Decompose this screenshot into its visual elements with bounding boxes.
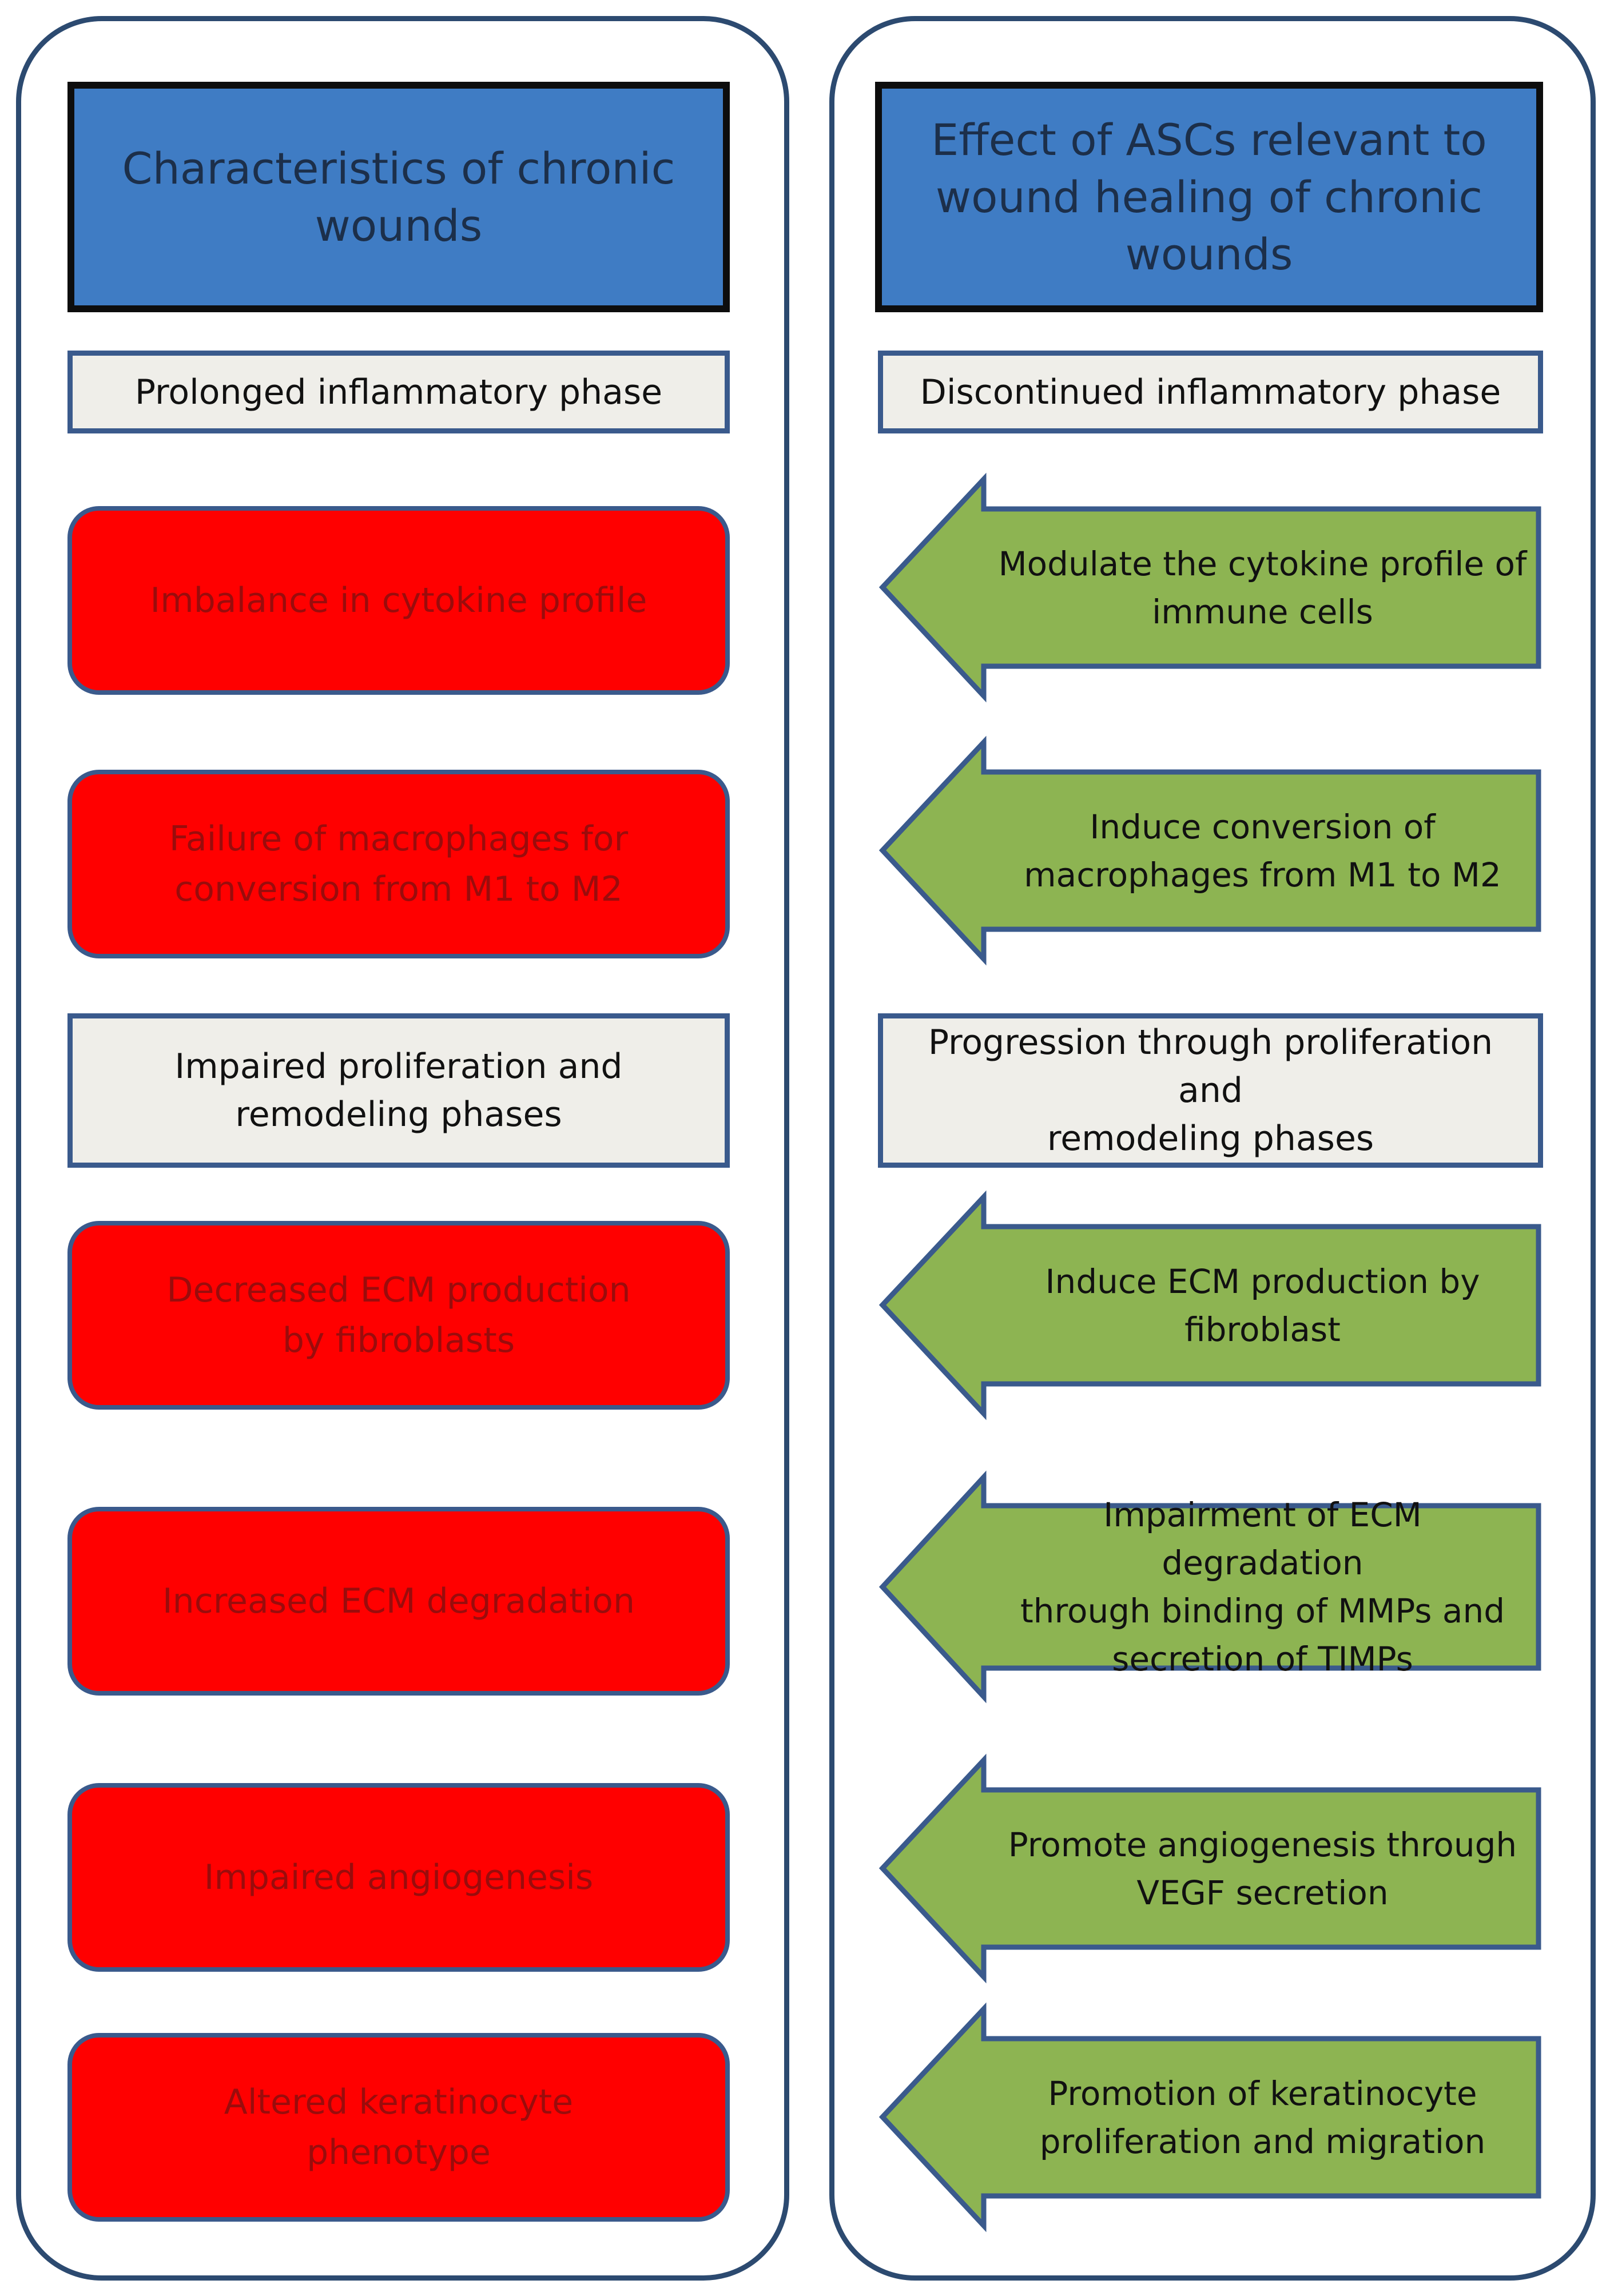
arrow-left-shape [878,1470,1541,1704]
left-item-cytokine: Imbalance in cytokine profile [67,506,730,695]
right-header: Effect of ASCs relevant to wound healing… [875,82,1543,312]
right-header-text: Effect of ASCs relevant to wound healing… [931,114,1487,280]
arrow-left-shape [878,2002,1541,2233]
right-arrow-angiogenesis-text: Promote angiogenesis through VEGF secret… [1008,1825,1517,1912]
left-item-ecm-degradation-text: Increased ECM degradation [162,1581,635,1621]
left-item-macrophages: Failure of macrophages for conversion fr… [67,770,730,958]
arrow-left-shape [878,735,1541,966]
right-phase-proliferation-text: Progression through proliferation and re… [928,1022,1493,1159]
left-item-ecm-production-text: Decreased ECM production by fibroblasts [166,1270,631,1360]
right-arrow-keratinocyte-text: Promotion of keratinocyte proliferation … [1039,2074,1486,2161]
right-arrow-ecm-degradation: Impairment of ECM degradation through bi… [878,1470,1543,1704]
left-item-keratinocyte-text: Altered keratinocyte phenotype [224,2082,574,2172]
right-arrow-macrophages: Induce conversion of macrophages from M1… [878,735,1543,966]
left-phase-proliferation: Impaired proliferation and remodeling ph… [67,1013,730,1168]
right-arrow-angiogenesis: Promote angiogenesis through VEGF secret… [878,1753,1543,1984]
right-phase-inflammatory: Discontinued inflammatory phase [878,351,1543,433]
left-item-angiogenesis: Impaired angiogenesis [67,1783,730,1972]
left-header-text: Characteristics of chronic wounds [122,142,675,251]
left-item-angiogenesis-text: Impaired angiogenesis [204,1857,594,1897]
left-item-keratinocyte: Altered keratinocyte phenotype [67,2033,730,2222]
left-header: Characteristics of chronic wounds [67,82,730,312]
left-item-cytokine-text: Imbalance in cytokine profile [150,580,647,620]
right-arrow-keratinocyte: Promotion of keratinocyte proliferation … [878,2002,1543,2233]
right-arrow-cytokine: Modulate the cytokine profile of immune … [878,472,1543,703]
left-item-ecm-production: Decreased ECM production by fibroblasts [67,1221,730,1410]
right-phase-inflammatory-text: Discontinued inflammatory phase [920,372,1501,412]
right-arrow-ecm-degradation-text: Impairment of ECM degradation through bi… [1020,1495,1505,1678]
arrow-left-shape [878,472,1541,703]
right-arrow-ecm-production: Induce ECM production by fibroblast [878,1190,1543,1420]
left-phase-inflammatory-text: Prolonged inflammatory phase [134,372,663,412]
arrow-left-shape [878,1190,1541,1420]
right-arrow-cytokine-text: Modulate the cytokine profile of immune … [998,544,1527,631]
right-arrow-macrophages-text: Induce conversion of macrophages from M1… [1024,807,1501,894]
left-item-ecm-degradation: Increased ECM degradation [67,1507,730,1696]
left-phase-inflammatory: Prolonged inflammatory phase [67,351,730,433]
left-item-macrophages-text: Failure of macrophages for conversion fr… [169,819,629,909]
right-arrow-ecm-production-text: Induce ECM production by fibroblast [1045,1262,1480,1349]
arrow-left-shape [878,1753,1541,1984]
left-phase-proliferation-text: Impaired proliferation and remodeling ph… [174,1046,623,1135]
right-phase-proliferation: Progression through proliferation and re… [878,1013,1543,1168]
